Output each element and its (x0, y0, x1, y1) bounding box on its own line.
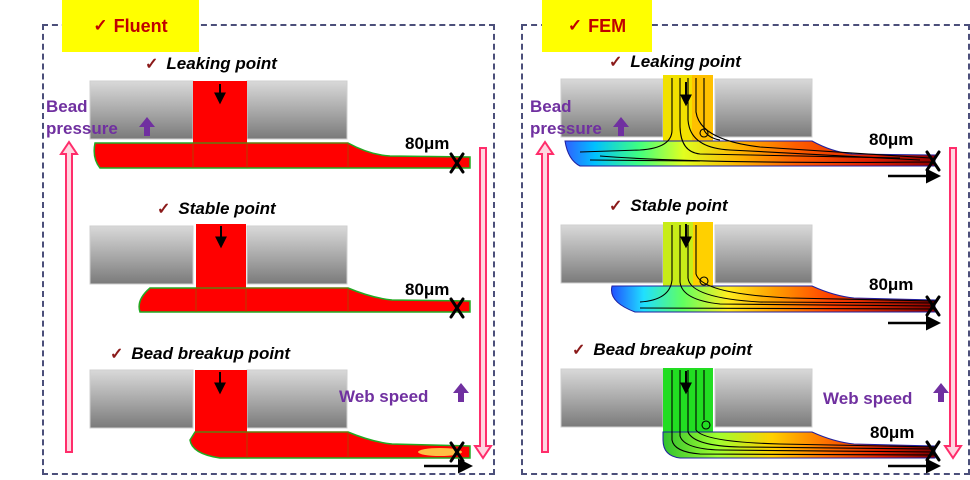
check-icon: ✓ (157, 201, 171, 218)
fluent-tag: ✓ Fluent (62, 0, 199, 52)
fluent-tag-label: Fluent (113, 15, 168, 36)
fluent-stable-label: ✓ Stable point (157, 199, 276, 218)
check-icon: ✓ (145, 56, 159, 73)
fluent-dim-2: 80μm (405, 280, 450, 299)
check-icon: ✓ (567, 16, 583, 35)
check-icon: ✓ (110, 346, 124, 363)
fem-dim-1: 80μm (869, 130, 914, 149)
fem-leaking-label: ✓ Leaking point (609, 52, 741, 71)
fem-panel (521, 24, 970, 475)
fluent-dim-1: 80μm (405, 134, 450, 153)
fluent-bead-pressure-label: Bead pressure (46, 97, 118, 138)
fluent-web-speed-label: Web speed (339, 387, 429, 406)
check-icon: ✓ (93, 16, 108, 35)
fem-web-speed-label: Web speed (823, 389, 913, 408)
fluent-panel (42, 24, 495, 475)
check-icon: ✓ (609, 54, 623, 71)
fem-dim-3: 80μm (870, 423, 915, 442)
fluent-leaking-label: ✓ Leaking point (145, 54, 277, 73)
fluent-breakup-label: ✓ Bead breakup point (110, 344, 291, 363)
fem-tag-label: FEM (588, 15, 627, 36)
fem-tag: ✓ FEM (542, 0, 652, 52)
fem-breakup-label: ✓ Bead breakup point (572, 340, 753, 359)
check-icon: ✓ (572, 342, 586, 359)
fem-stable-label: ✓ Stable point (609, 196, 728, 215)
fem-bead-pressure-label: Bead pressure (530, 97, 602, 138)
fem-dim-2: 80μm (869, 275, 914, 294)
check-icon: ✓ (609, 198, 623, 215)
